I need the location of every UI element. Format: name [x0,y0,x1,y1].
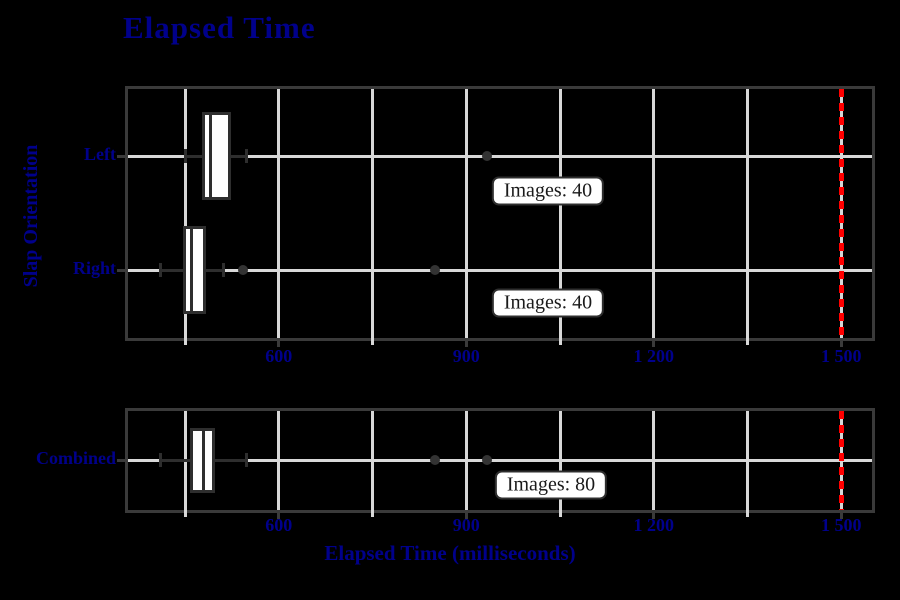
bottom-panel: Images: 80 [125,408,875,513]
x-major-tick-600 [277,511,281,519]
y-tick-label-right: Right [72,258,116,278]
x-major-tick-900 [464,339,468,347]
whisker-cap-high-left [245,149,249,163]
x-tick-label-600: 600 [265,515,293,535]
x-minor-tick-1350 [746,336,749,345]
reference-line-1500 [838,411,844,510]
whisker-cap-high-right [221,263,225,277]
annotation-images-right: Images: 40 [491,288,605,318]
x-tick-label-900: 900 [452,346,480,366]
gridline-x-1350 [746,89,749,338]
whisker-cap-low-right [158,263,162,277]
x-minor-tick-1050 [558,508,562,517]
median-line-left [209,115,213,197]
median-line-right [189,229,193,311]
x-axis-label: Elapsed Time (milliseconds) [324,541,576,565]
outlier-dot-combined [481,455,492,465]
y-tick-right [117,268,127,272]
x-minor-tick-1050 [558,336,562,345]
y-tick-label-left: Left [84,144,116,164]
outlier-dot-right [238,265,249,275]
y-tick-combined [117,458,127,462]
x-tick-label-900: 900 [452,515,480,535]
x-minor-tick-750 [371,508,374,517]
whisker-right-combined [215,458,247,462]
whisker-left-left [185,154,202,158]
x-tick-label-1500: 1 500 [821,515,862,535]
x-tick-label-600: 600 [265,346,293,366]
whisker-left-right [160,268,184,272]
x-major-tick-1200 [652,339,656,347]
box-left [201,112,232,200]
whisker-cap-low-combined [158,453,162,467]
gridline-y-row-1 [128,268,872,272]
x-tick-label-1200: 1 200 [633,515,675,535]
whisker-right-right [206,268,224,272]
gridline-x-900 [464,89,468,338]
outlier-dot-combined [430,455,440,465]
x-major-tick-600 [277,339,281,347]
whisker-cap-low-left [183,149,187,163]
outlier-dot-left [481,151,492,161]
y-tick-label-combined: Combined [35,448,116,468]
gridline-y-row-0 [128,458,872,462]
reference-line-1500 [838,89,844,338]
gridline-x-1050 [558,89,562,338]
chart-title: Elapsed Time [123,10,316,45]
gridline-x-600 [277,89,281,338]
x-tick-label-1500: 1 500 [821,346,862,366]
x-major-tick-1500 [839,339,843,347]
x-major-tick-900 [464,511,468,519]
y-axis-label: Slap Orientation [20,144,42,288]
x-minor-tick-450 [183,508,187,517]
gridline-y-row-0 [128,154,872,158]
whisker-right-left [231,154,247,158]
x-major-tick-1200 [652,511,656,519]
gridline-x-750 [371,89,374,338]
outlier-dot-right [430,265,440,275]
x-minor-tick-1350 [746,508,749,517]
median-line-combined [201,430,205,490]
annotation-images-left: Images: 40 [491,176,605,206]
x-major-tick-1500 [839,511,843,519]
top-panel: Images: 40 Images: 40 [125,86,875,341]
gridline-x-450 [183,89,187,338]
x-minor-tick-450 [183,336,187,345]
x-tick-label-1200: 1 200 [633,346,675,366]
whisker-cap-high-combined [245,453,249,467]
whisker-left-combined [160,458,190,462]
gridline-x-1200 [652,89,656,338]
x-minor-tick-750 [371,336,374,345]
box-right [183,226,207,314]
y-tick-left [117,154,127,158]
annotation-images-combined: Images: 80 [494,470,608,500]
